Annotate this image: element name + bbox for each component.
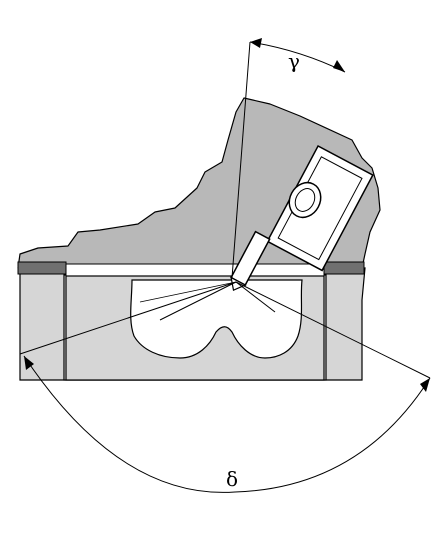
gamma-arrow-left bbox=[250, 38, 262, 48]
delta-label: δ bbox=[226, 467, 238, 491]
spray-jet-mid bbox=[139, 281, 237, 303]
spray-cone-right-line bbox=[235, 281, 431, 379]
combustion-gap bbox=[65, 263, 325, 277]
spray-cone-left-line bbox=[19, 281, 237, 355]
spray-jet-right bbox=[235, 281, 276, 313]
injector-axis-line bbox=[231, 41, 251, 279]
head-gasket-right bbox=[323, 261, 365, 275]
spray-jet-left bbox=[159, 281, 237, 321]
delta-arrow-right bbox=[420, 378, 430, 392]
injector-clamp-nut-inner bbox=[294, 188, 316, 212]
head-gasket-left bbox=[17, 261, 67, 275]
gamma-label: γ bbox=[288, 49, 300, 73]
delta-arrow-left bbox=[24, 356, 34, 370]
delta-angle-arc bbox=[23, 355, 431, 493]
gamma-arrow-right bbox=[333, 60, 345, 72]
